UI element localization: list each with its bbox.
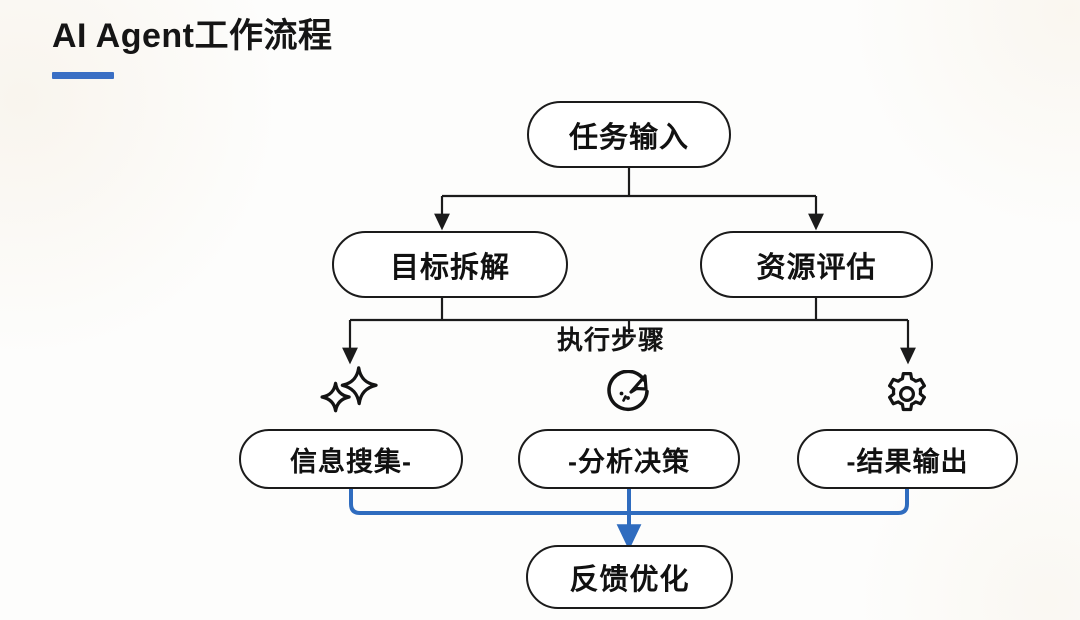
edge-task-input-split	[434, 168, 824, 231]
sparkle-icon	[320, 366, 382, 418]
title-accent-rule	[52, 72, 114, 79]
node-result-output[interactable]: -结果输出	[797, 429, 1018, 489]
analysis-circle-icon	[607, 369, 653, 416]
node-feedback-optimize[interactable]: 反馈优化	[526, 545, 733, 609]
gear-icon	[884, 371, 930, 417]
edge-row1-to-steps	[342, 298, 916, 365]
node-info-gather[interactable]: 信息搜集-	[239, 429, 463, 489]
node-task-input[interactable]: 任务输入	[527, 101, 731, 168]
node-resource-assess[interactable]: 资源评估	[700, 231, 933, 298]
page-title: AI Agent工作流程	[52, 17, 333, 55]
title-block: AI Agent工作流程	[52, 14, 333, 79]
edge-steps-to-feedback	[349, 487, 909, 551]
stage-label-execution-steps: 执行步骤	[557, 325, 666, 355]
node-analyze-decide[interactable]: -分析决策	[518, 429, 740, 489]
node-goal-decompose[interactable]: 目标拆解	[332, 231, 568, 298]
